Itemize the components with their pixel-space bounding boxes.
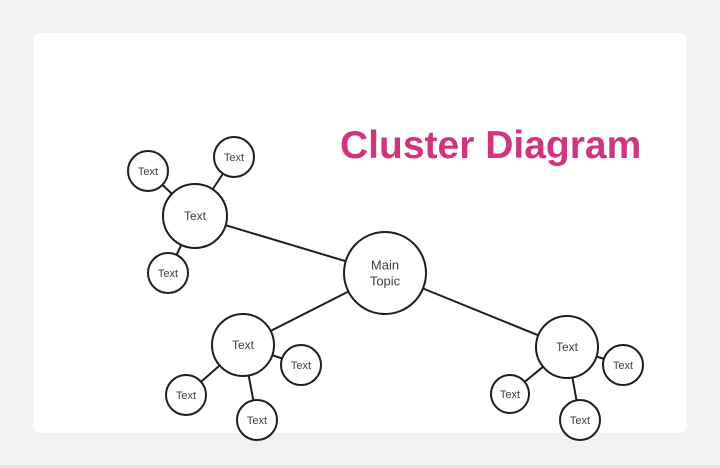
node-label-b1: Text: [291, 360, 311, 372]
node-circle-c2[interactable]: [490, 374, 530, 414]
node-circle-hub-c[interactable]: [535, 315, 599, 379]
node-a3[interactable]: Text: [147, 252, 189, 294]
node-circle-c1[interactable]: [602, 344, 644, 386]
node-label-a3: Text: [158, 268, 178, 280]
node-circle-c3[interactable]: [559, 399, 601, 441]
node-hub-c[interactable]: Text: [535, 315, 599, 379]
node-circle-a2[interactable]: [213, 136, 255, 178]
node-circle-b2[interactable]: [165, 374, 207, 416]
node-label-b3: Text: [247, 415, 267, 427]
node-circle-hub-a[interactable]: [162, 183, 228, 249]
node-c2[interactable]: Text: [490, 374, 530, 414]
node-label-hub-b: Text: [232, 338, 255, 352]
node-label-b2: Text: [176, 390, 196, 402]
node-a1[interactable]: Text: [127, 150, 169, 192]
node-circle-hub-b[interactable]: [211, 313, 275, 377]
node-hub-a[interactable]: Text: [162, 183, 228, 249]
node-circle-a1[interactable]: [127, 150, 169, 192]
node-circle-main[interactable]: [343, 231, 427, 315]
node-b1[interactable]: Text: [280, 344, 322, 386]
node-circle-a3[interactable]: [147, 252, 189, 294]
node-c3[interactable]: Text: [559, 399, 601, 441]
node-circle-b3[interactable]: [236, 399, 278, 441]
diagram-title: Cluster Diagram: [340, 124, 642, 167]
node-c1[interactable]: Text: [602, 344, 644, 386]
node-label-c2: Text: [500, 389, 520, 401]
node-label-c3: Text: [570, 415, 590, 427]
node-circle-b1[interactable]: [280, 344, 322, 386]
node-b2[interactable]: Text: [165, 374, 207, 416]
node-hub-b[interactable]: Text: [211, 313, 275, 377]
node-label-hub-a: Text: [184, 209, 207, 223]
node-b3[interactable]: Text: [236, 399, 278, 441]
node-label-c1: Text: [613, 360, 633, 372]
node-label-a2: Text: [224, 152, 244, 164]
node-a2[interactable]: Text: [213, 136, 255, 178]
node-label-a1: Text: [138, 166, 158, 178]
node-label-hub-c: Text: [556, 340, 579, 354]
